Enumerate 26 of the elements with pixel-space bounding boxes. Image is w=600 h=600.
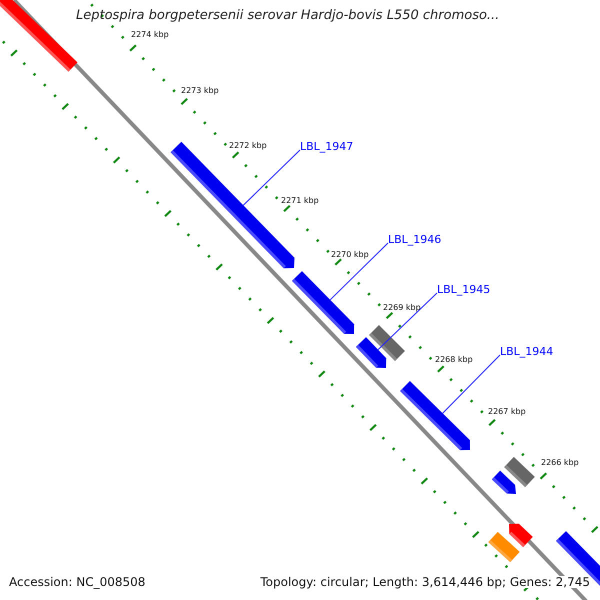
gene-block (0, 0, 78, 72)
gene-label: LBL_1947 (300, 141, 354, 152)
summary-text: Topology: circular; Length: 3,614,446 bp; Genes: 2,745 (260, 576, 590, 588)
gene-feature (400, 381, 470, 450)
gene-feature (356, 337, 386, 368)
tick-label: 2272 kbp (229, 142, 267, 150)
accession-text: Accession: NC_008508 (9, 576, 146, 588)
gene-feature (492, 470, 516, 494)
tick-label: 2270 kbp (331, 251, 369, 259)
leader-line (378, 292, 438, 350)
gene-label: LBL_1945 (437, 284, 490, 295)
tick-label: 2273 kbp (181, 87, 219, 95)
gene-feature (292, 271, 354, 334)
gene-label: LBL_1946 (388, 234, 442, 245)
tick-label: 2271 kbp (281, 197, 319, 205)
leader-line (442, 354, 500, 414)
map-title: Leptospira borgpetersenii serovar Hardjo-bovis L550 chromoso... (76, 9, 500, 22)
gene-label: LBL_1944 (500, 346, 554, 357)
tick-label: 2267 kbp (488, 408, 526, 416)
tick-label: 2268 kbp (435, 356, 473, 364)
leader-line (242, 150, 300, 206)
gene-block (488, 532, 520, 562)
gene-feature (509, 524, 533, 548)
tick-label: 2274 kbp (131, 31, 169, 39)
leader-line (330, 242, 388, 300)
tick-label: 2269 kbp (383, 304, 421, 312)
